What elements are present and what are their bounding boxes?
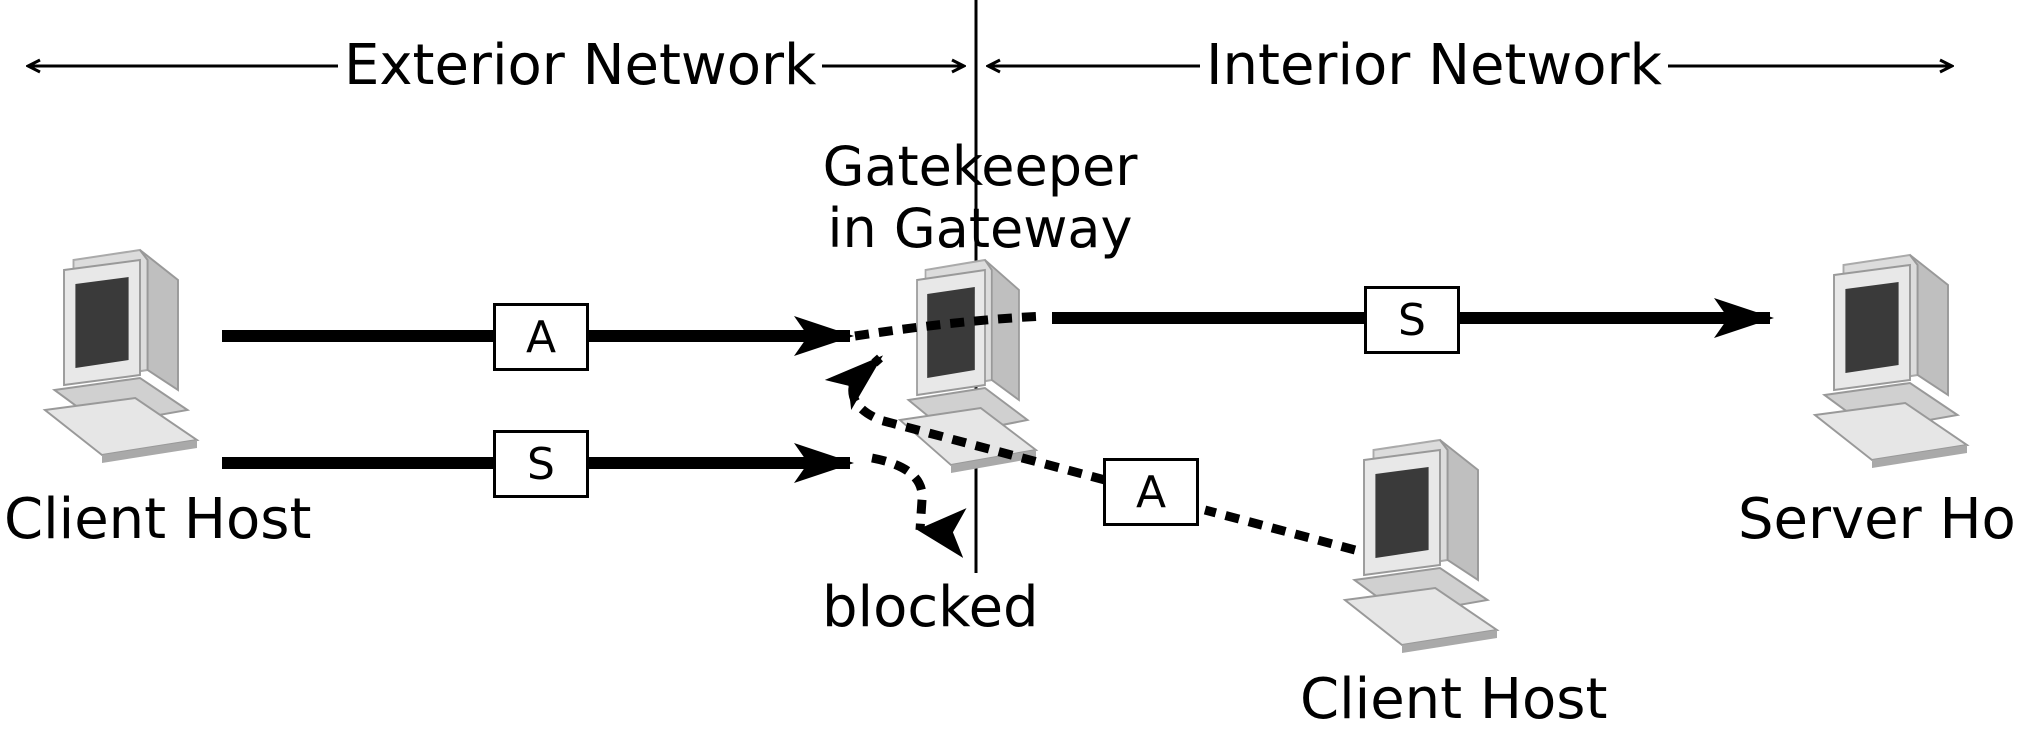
client-host-label: Client Host [4, 487, 312, 552]
interior-client-dotted-path [853, 358, 1357, 555]
gateway-label: Gatekeeper in Gateway [820, 140, 1140, 256]
interior-network-label: Interior Network [1200, 38, 1668, 94]
packet-box-upper: A [493, 303, 589, 371]
gateway-computer-icon [899, 259, 1037, 474]
client-host-computer-icon [44, 249, 198, 464]
gateway-label-line1: Gatekeeper [822, 135, 1138, 198]
server-host-label: Server Host [1738, 487, 2017, 552]
server-host-computer-icon [1814, 254, 1968, 469]
packet-box-forwarded: S [1364, 286, 1460, 354]
packet-box-interior-client: A [1103, 458, 1199, 526]
interior-client-host-label: Client Host [1300, 667, 1608, 732]
exterior-network-label: Exterior Network [338, 38, 823, 94]
gateway-label-line2: in Gateway [827, 197, 1133, 260]
interior-client-computer-icon [1344, 439, 1498, 654]
packet-box-lower: S [493, 430, 589, 498]
blocked-label: blocked [822, 575, 1039, 640]
blocked-dotted-path [871, 453, 967, 558]
